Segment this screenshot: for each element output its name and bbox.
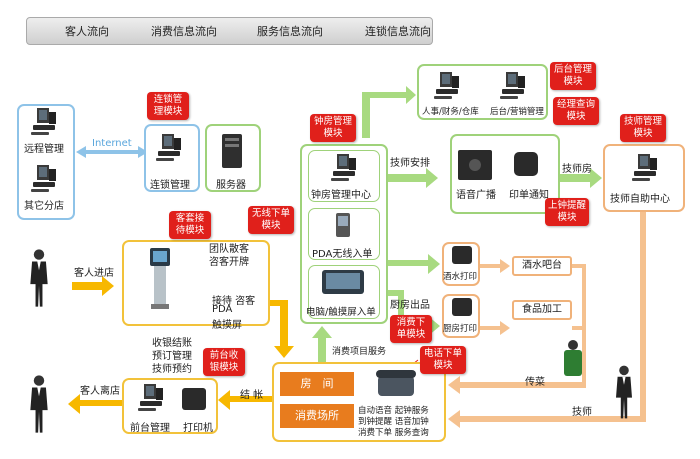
pda-badge: 无线下单模块: [248, 206, 294, 234]
phone-line3: 消费下单 服务查询: [358, 428, 429, 438]
front-notes-2: 预订管理: [152, 351, 192, 362]
chain-label: 连锁管理: [150, 180, 190, 191]
bar-printer-icon: [452, 246, 472, 264]
backend-pc1-icon: [434, 72, 460, 102]
pda-label: PDA无线入单: [312, 249, 373, 260]
backend-pc2-icon: [500, 72, 526, 102]
touch-badge: 消费下单模块: [390, 315, 432, 343]
tech-room-label: 技师房: [562, 164, 592, 175]
room-label: 房 间: [280, 372, 354, 396]
kitchen-printer-icon: [452, 298, 472, 316]
speaker-label: 语音广播: [456, 190, 496, 201]
reception-note4: PDA: [212, 304, 233, 315]
legend-service-flow: 服务信息流向: [257, 25, 323, 38]
reception-badge: 客套接待模块: [169, 211, 211, 239]
front-desk-pc-icon: [138, 384, 164, 414]
print-notice-label: 印单通知: [509, 190, 549, 201]
consume-service-label: 消费项目服务: [332, 347, 387, 357]
phone-badge: 电话下单模块: [420, 346, 466, 374]
phone-line1: 自动语音 起钟服务: [358, 406, 429, 416]
venue-label: 消费场所: [280, 404, 354, 428]
internet-label: Internet: [92, 138, 132, 149]
backend-badge: 后台管理模块: [550, 62, 596, 90]
reception-note5: 触摸屏: [212, 320, 242, 331]
backend-pc1-label: 人事/财务/仓库: [422, 107, 479, 117]
front-printer-icon: [182, 388, 206, 410]
speaker-icon: [458, 150, 492, 180]
remote-pc-icon: [31, 108, 57, 138]
remote-group: [17, 104, 75, 220]
reception-note2: 咨客开牌: [209, 257, 249, 268]
customer-person-icon: [26, 246, 52, 310]
food-box: 食品加工: [512, 300, 572, 320]
checkout-label: 结 帐: [240, 390, 264, 401]
legend-chain-flow: 连锁信息流向: [365, 25, 431, 38]
pda-icon: [336, 213, 350, 237]
front-notes-3: 技师预约: [152, 364, 192, 375]
legend-consume-flow: 消费信息流向: [151, 25, 217, 38]
tech-center-badge: 技师管理模块: [620, 114, 666, 142]
chain-badge: 连锁管理模块: [147, 92, 189, 120]
chain-pc-icon: [156, 134, 182, 164]
leaving-customer-icon: [26, 372, 52, 436]
voice-badge: 上钟提醒模块: [545, 198, 589, 226]
front-desk-pc-label: 前台管理: [130, 423, 170, 434]
other-branch-label: 其它分店: [24, 201, 64, 212]
backend-pc2-label: 后台/营销管理: [490, 107, 544, 117]
tech-arrange-label: 技师安排: [390, 158, 430, 169]
clock-room-badge: 钟房管理模块: [310, 114, 356, 142]
touchscreen-icon: [322, 270, 364, 294]
clock-room-label: 钟房管理中心: [311, 190, 371, 201]
clock-room-pc-icon: [331, 154, 357, 184]
bar-box: 酒水吧台: [512, 256, 572, 276]
reception-group: [122, 240, 270, 326]
serve-dish-label: 传菜: [525, 377, 545, 388]
internet-arrow: [76, 146, 148, 158]
touch-label: 电脑/触摸屏入单: [306, 307, 376, 318]
kitchen-out-label: 厨房出品: [390, 300, 430, 311]
server-icon: [222, 134, 242, 168]
tech-center-pc-icon: [632, 154, 658, 184]
reception-note3: 接待 咨客: [212, 296, 256, 307]
kitchen-print-label: 厨房打印: [443, 324, 478, 334]
technician-person-icon: [612, 364, 636, 420]
legend-customer-flow: 客人流向: [65, 25, 109, 38]
front-printer-label: 打印机: [183, 423, 213, 434]
front-notes-1: 收银结账: [152, 338, 192, 349]
customer-enter-label: 客人进店: [74, 268, 114, 279]
branch-pc-icon: [31, 165, 57, 195]
server-label: 服务器: [216, 180, 246, 191]
phone-line2: 到钟提醒 语音加钟: [358, 417, 429, 427]
kiosk-icon: [150, 248, 170, 310]
waiter-icon: [560, 340, 586, 380]
front-desk-group: [122, 378, 218, 434]
reception-note1: 团队散客: [209, 244, 249, 255]
manager-query-badge: 经理查询模块: [553, 97, 599, 125]
receipt-printer-icon: [514, 152, 538, 176]
legend-bar: 客人流向 消费信息流向 服务信息流向 连锁信息流向: [26, 17, 433, 45]
front-desk-badge: 前台收银模块: [203, 348, 245, 376]
bar-print-label: 酒水打印: [443, 272, 478, 282]
telephone-icon: [376, 368, 416, 398]
remote-mgmt-label: 远程管理: [24, 144, 64, 155]
customer-leave-label: 客人离店: [80, 386, 120, 397]
technician-label: 技师: [572, 407, 592, 418]
tech-center-label: 技师自助中心: [610, 194, 670, 205]
